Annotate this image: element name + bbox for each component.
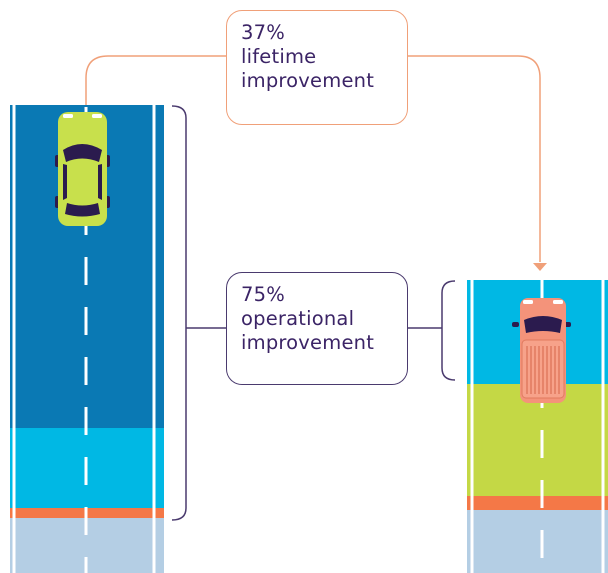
operational-value: 75% (241, 283, 285, 306)
right-bracket (441, 280, 456, 381)
arrow-down-icon (533, 263, 547, 271)
left-bracket (171, 105, 187, 521)
lifetime-label-line1: lifetime (241, 45, 317, 68)
right-road-pale-zone (467, 510, 608, 573)
right-road-orange-stripe (467, 496, 608, 510)
orange-truck-icon (512, 298, 571, 403)
operational-label-line2: improvement (241, 331, 375, 354)
lifetime-connector-right (408, 55, 541, 262)
lifetime-value: 37% (241, 21, 285, 44)
operational-improvement-callout: 75% operational improvement (226, 272, 408, 385)
operational-label-line1: operational (241, 307, 355, 330)
lifetime-connector-left (85, 55, 226, 105)
lifetime-improvement-callout: 37% lifetime improvement (226, 10, 408, 125)
lifetime-label-line2: improvement (241, 69, 375, 92)
green-car-icon (55, 112, 110, 226)
